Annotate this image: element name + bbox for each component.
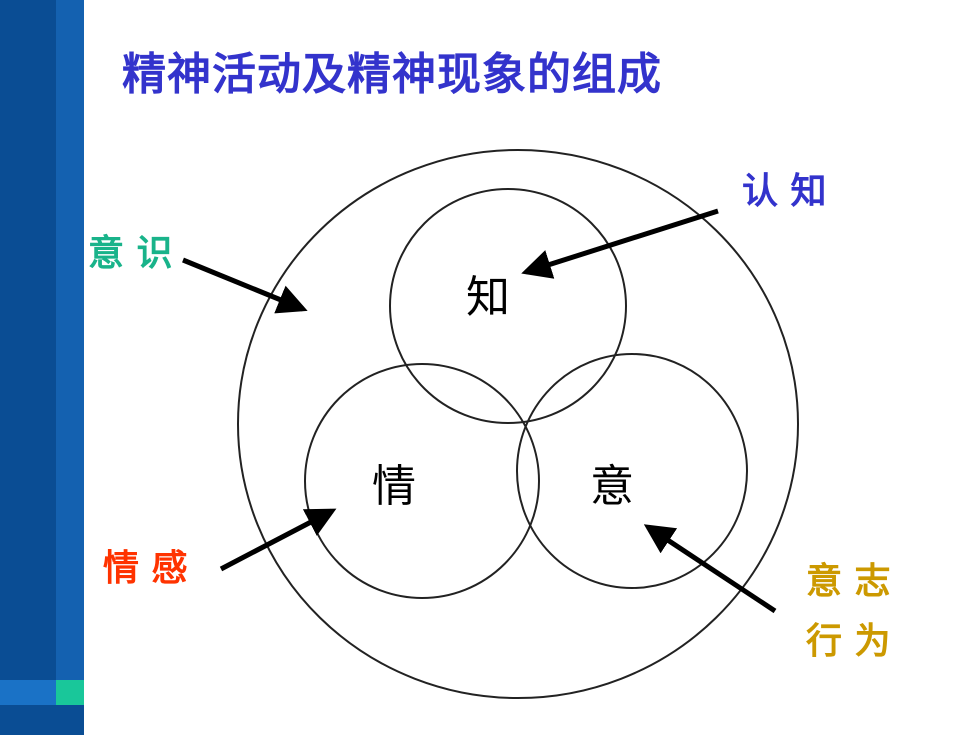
char-zhi: 知 — [466, 272, 510, 323]
sidebar-stripe — [56, 0, 84, 680]
label-cognition: 认 知 — [742, 170, 827, 212]
arrow-cognition — [521, 208, 719, 279]
label-will-line1: 意 志 — [806, 560, 891, 602]
sidebar-accent-square — [56, 680, 84, 705]
circle-cognition — [389, 188, 627, 424]
label-will-line2: 行 为 — [806, 620, 891, 662]
char-qing: 情 — [372, 461, 416, 512]
arrow-will — [643, 524, 777, 614]
slide-title: 精神活动及精神现象的组成 — [122, 49, 662, 100]
circle-emotion — [304, 363, 540, 599]
outer-circle-consciousness — [237, 149, 799, 699]
char-yi: 意 — [590, 461, 634, 512]
circle-will — [516, 353, 748, 589]
label-consciousness: 意 识 — [88, 232, 173, 274]
arrow-emotion — [219, 508, 337, 572]
arrow-consciousness — [182, 257, 308, 314]
label-emotion: 情 感 — [103, 547, 188, 589]
sidebar-band — [0, 680, 56, 705]
